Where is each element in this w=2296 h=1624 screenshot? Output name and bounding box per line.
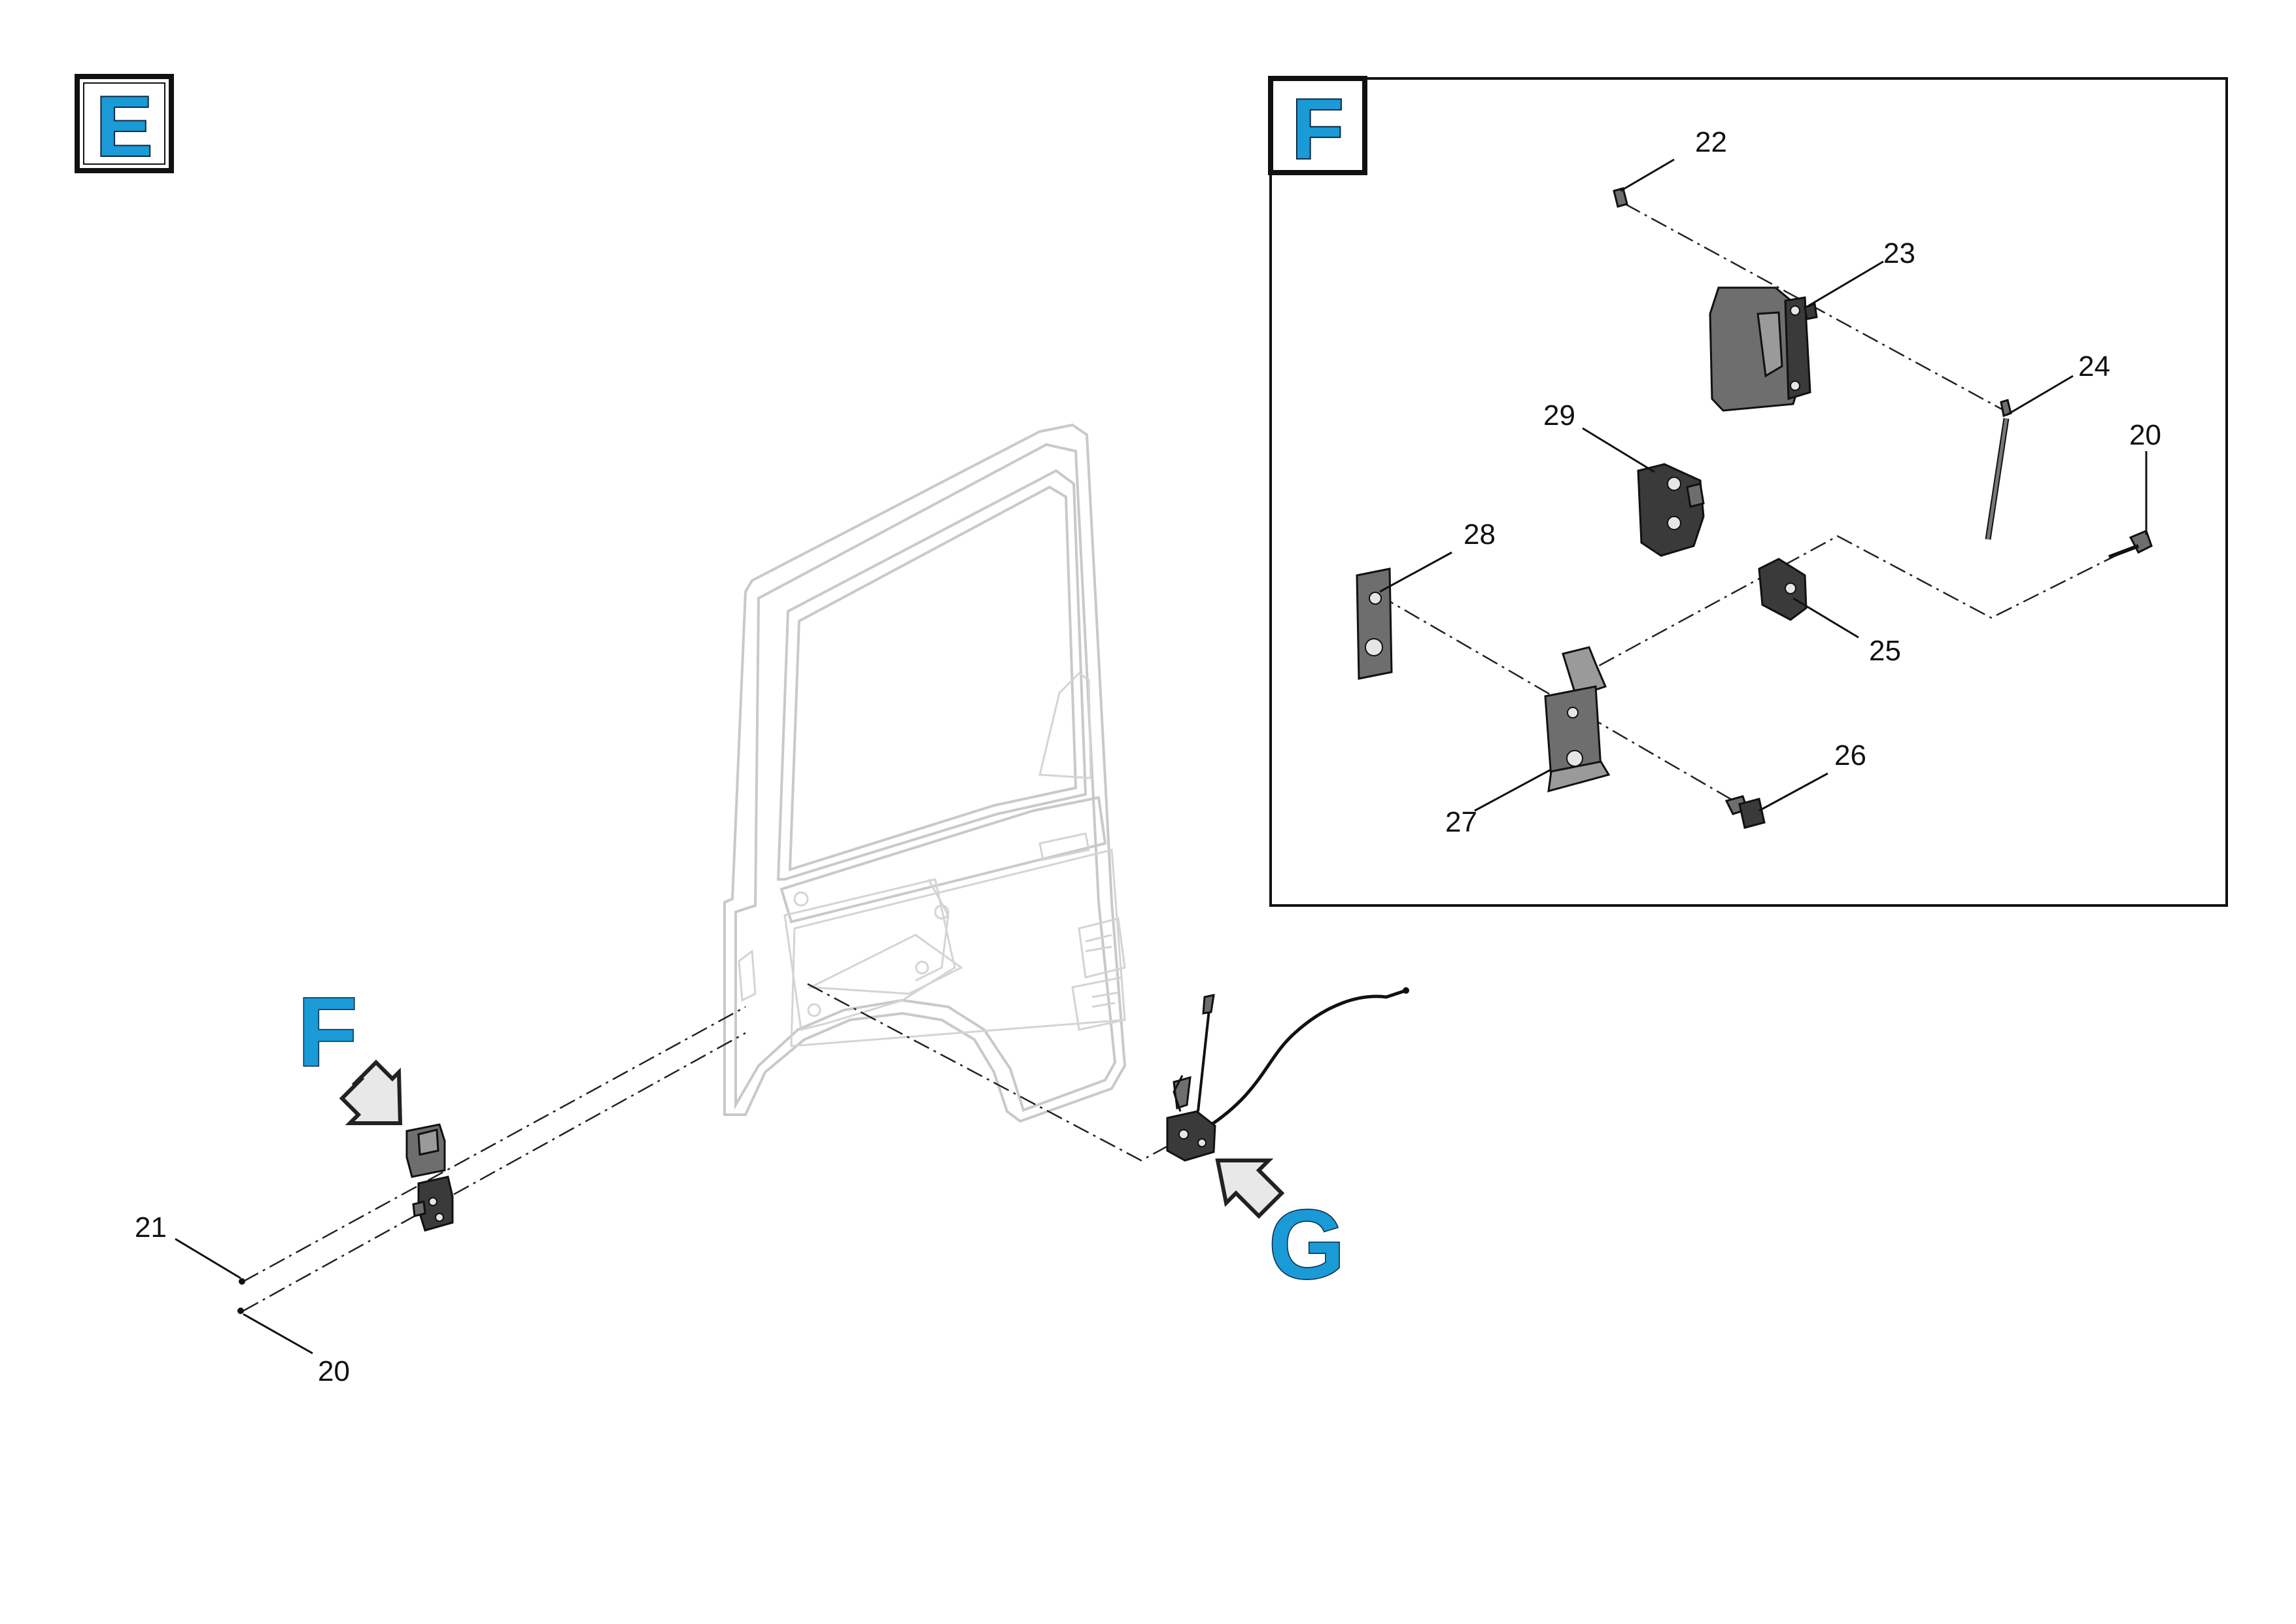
callout-29: 29 xyxy=(1543,399,1575,431)
callout-23: 23 xyxy=(1883,237,1915,269)
callout-20-main: 20 xyxy=(318,1355,350,1387)
detail-view-f-frame: F xyxy=(1268,76,2228,907)
callout-26: 26 xyxy=(1834,739,1866,771)
part-22-clip xyxy=(1613,187,1628,208)
callout-25: 25 xyxy=(1869,635,1901,667)
screw-21 xyxy=(239,1278,245,1285)
part-27-bracket xyxy=(1544,646,1611,793)
view-badge-f-letter: F xyxy=(1292,81,1343,177)
view-badge-e-letter: E xyxy=(96,78,153,174)
part-25-latch xyxy=(1758,558,1808,621)
part-26-bolt xyxy=(1724,795,1766,829)
view-pointer-f: F xyxy=(297,976,403,1125)
part-23-handle xyxy=(1709,286,1818,412)
part-29-block xyxy=(1637,463,1705,557)
callout-24: 24 xyxy=(2078,350,2110,382)
view-pointer-f-letter: F xyxy=(298,977,358,1087)
callout-27: 27 xyxy=(1445,806,1477,838)
view-pointer-g: G xyxy=(1215,1159,1346,1300)
hinge-assembly xyxy=(405,1123,454,1232)
door-lock-mechanism xyxy=(1166,987,1409,1162)
part-28-plate xyxy=(1356,567,1393,680)
callout-28: 28 xyxy=(1464,518,1496,550)
screw-20 xyxy=(237,1308,244,1314)
view-pointer-g-letter: G xyxy=(1269,1189,1345,1299)
callout-22: 22 xyxy=(1695,126,1727,158)
leader-lines xyxy=(175,158,2148,1355)
part-20-screw xyxy=(2108,530,2153,559)
view-badge-e: E xyxy=(75,74,174,175)
assembly-lines-main xyxy=(243,983,1184,1312)
callout-21: 21 xyxy=(135,1211,167,1243)
callout-labels: 22 23 24 20 29 28 25 26 27 21 20 xyxy=(135,126,2161,1387)
door-outline xyxy=(723,423,1127,1123)
callout-20-detail: 20 xyxy=(2129,419,2161,451)
